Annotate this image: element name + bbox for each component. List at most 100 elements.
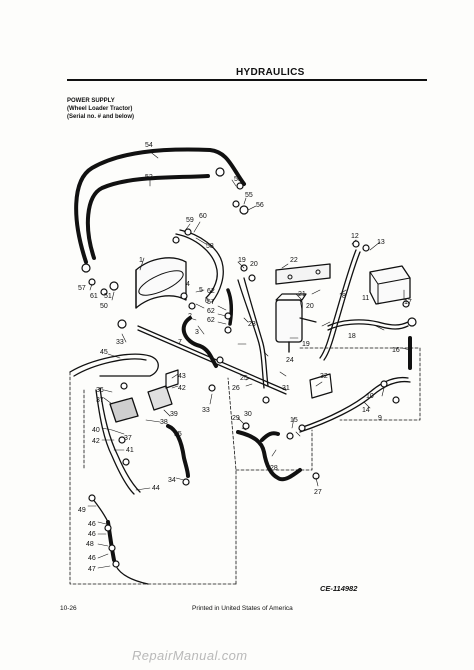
part-label-11: 11 bbox=[362, 295, 369, 302]
part-label-62a: 62 bbox=[207, 288, 215, 295]
part-label-57a: 57 bbox=[78, 285, 86, 292]
leader-lines bbox=[87, 149, 411, 569]
printed-note: Printed in United States of America bbox=[192, 605, 293, 612]
tube-8 bbox=[319, 249, 357, 359]
part-label-10: 10 bbox=[366, 393, 374, 400]
part-label-57b: 57 bbox=[207, 299, 215, 306]
part-label-30: 30 bbox=[244, 411, 252, 418]
hose-54 bbox=[74, 147, 246, 264]
part-label-36: 36 bbox=[96, 387, 104, 394]
part-label-58: 58 bbox=[206, 243, 214, 250]
part-label-23: 23 bbox=[248, 321, 256, 328]
part-label-18: 18 bbox=[348, 333, 356, 340]
hose-57 bbox=[226, 288, 234, 326]
tube-18-inner bbox=[327, 323, 409, 331]
valve-block bbox=[109, 397, 139, 423]
bracket-32 bbox=[309, 373, 333, 399]
part-label-42a: 42 bbox=[178, 385, 186, 392]
part-label-4: 4 bbox=[186, 281, 190, 288]
tube-14 bbox=[299, 376, 409, 429]
tube-18 bbox=[327, 319, 409, 327]
figure-id: CE-114982 bbox=[320, 584, 358, 593]
part-label-13: 13 bbox=[377, 239, 385, 246]
hose-52 bbox=[85, 174, 210, 260]
tube-23 bbox=[237, 279, 265, 389]
part-label-48: 48 bbox=[86, 541, 94, 548]
tube-47 bbox=[115, 565, 149, 585]
part-label-5: 5 bbox=[199, 287, 203, 294]
part-label-14: 14 bbox=[362, 407, 370, 414]
part-label-19a: 19 bbox=[238, 257, 246, 264]
part-label-49: 49 bbox=[78, 507, 86, 514]
part-label-47: 47 bbox=[88, 566, 96, 573]
hose-35 bbox=[166, 424, 190, 478]
watermark-text: RepairManual.com bbox=[132, 648, 248, 663]
part-label-1: 1 bbox=[139, 257, 143, 264]
box-11 bbox=[369, 265, 411, 305]
part-label-19b: 19 bbox=[302, 341, 310, 348]
part-label-40: 40 bbox=[92, 427, 100, 434]
dashed-outline-bottom bbox=[227, 377, 237, 585]
part-label-59: 59 bbox=[186, 217, 194, 224]
part-label-56: 56 bbox=[256, 202, 264, 209]
part-label-2: 2 bbox=[188, 313, 192, 320]
part-label-37a: 37 bbox=[96, 397, 104, 404]
part-label-26: 26 bbox=[232, 385, 240, 392]
part-label-29: 29 bbox=[232, 415, 240, 422]
part-label-39: 39 bbox=[170, 411, 178, 418]
part-label-3: 3 bbox=[195, 329, 199, 336]
part-label-25: 25 bbox=[240, 375, 248, 382]
tube-45-outer bbox=[73, 358, 147, 377]
tube-45 bbox=[69, 353, 159, 377]
part-label-8: 8 bbox=[342, 293, 346, 300]
part-label-37b: 37 bbox=[124, 435, 132, 442]
part-label-46c: 46 bbox=[88, 555, 96, 562]
part-label-35: 35 bbox=[174, 431, 182, 438]
part-label-61: 61 bbox=[90, 293, 98, 300]
part-label-15: 15 bbox=[290, 417, 298, 424]
part-label-16: 16 bbox=[392, 347, 400, 354]
dashed-right-frame bbox=[299, 347, 421, 421]
header-rule bbox=[67, 79, 427, 81]
part-labels: 54 52 53 55 56 59 60 58 1 57 61 51 50 62… bbox=[78, 142, 412, 573]
part-label-17: 17 bbox=[404, 299, 412, 306]
dashed-outline-left bbox=[69, 371, 237, 585]
part-label-54: 54 bbox=[145, 142, 153, 149]
part-label-7: 7 bbox=[178, 339, 182, 346]
section-title: HYDRAULICS bbox=[236, 67, 305, 78]
reservoir bbox=[135, 257, 187, 309]
part-label-50: 50 bbox=[100, 303, 108, 310]
part-label-12: 12 bbox=[351, 233, 359, 240]
part-label-41: 41 bbox=[126, 447, 134, 454]
part-label-24: 24 bbox=[286, 357, 294, 364]
tube-36-long-inner bbox=[137, 329, 287, 395]
part-label-46b: 46 bbox=[88, 531, 96, 538]
part-label-9: 9 bbox=[378, 415, 382, 422]
bracket-22 bbox=[275, 263, 331, 285]
part-label-53: 53 bbox=[234, 176, 242, 183]
caption-title: POWER SUPPLY bbox=[67, 98, 115, 104]
part-label-62b: 62 bbox=[207, 308, 215, 315]
part-label-51: 51 bbox=[104, 293, 112, 300]
part-label-34: 34 bbox=[168, 477, 176, 484]
part-label-28: 28 bbox=[270, 465, 278, 472]
caption-serial: (Serial no. # and below) bbox=[67, 114, 135, 120]
part-label-33a: 33 bbox=[116, 339, 124, 346]
part-label-46a: 46 bbox=[88, 521, 96, 528]
tube-58-double bbox=[179, 229, 224, 303]
part-label-44: 44 bbox=[152, 485, 160, 492]
part-label-21: 21 bbox=[298, 291, 306, 298]
tube-58 bbox=[175, 233, 218, 299]
dashed-outline-right bbox=[235, 429, 313, 471]
part-label-20b: 20 bbox=[306, 303, 314, 310]
part-label-6: 6 bbox=[205, 298, 209, 305]
part-label-43: 43 bbox=[178, 373, 186, 380]
tube-lower-left bbox=[91, 497, 109, 523]
part-label-20a: 20 bbox=[250, 261, 258, 268]
hose-lower-right bbox=[260, 431, 280, 442]
part-label-52: 52 bbox=[145, 174, 153, 181]
filter-canister bbox=[275, 299, 303, 343]
fittings bbox=[81, 167, 417, 568]
